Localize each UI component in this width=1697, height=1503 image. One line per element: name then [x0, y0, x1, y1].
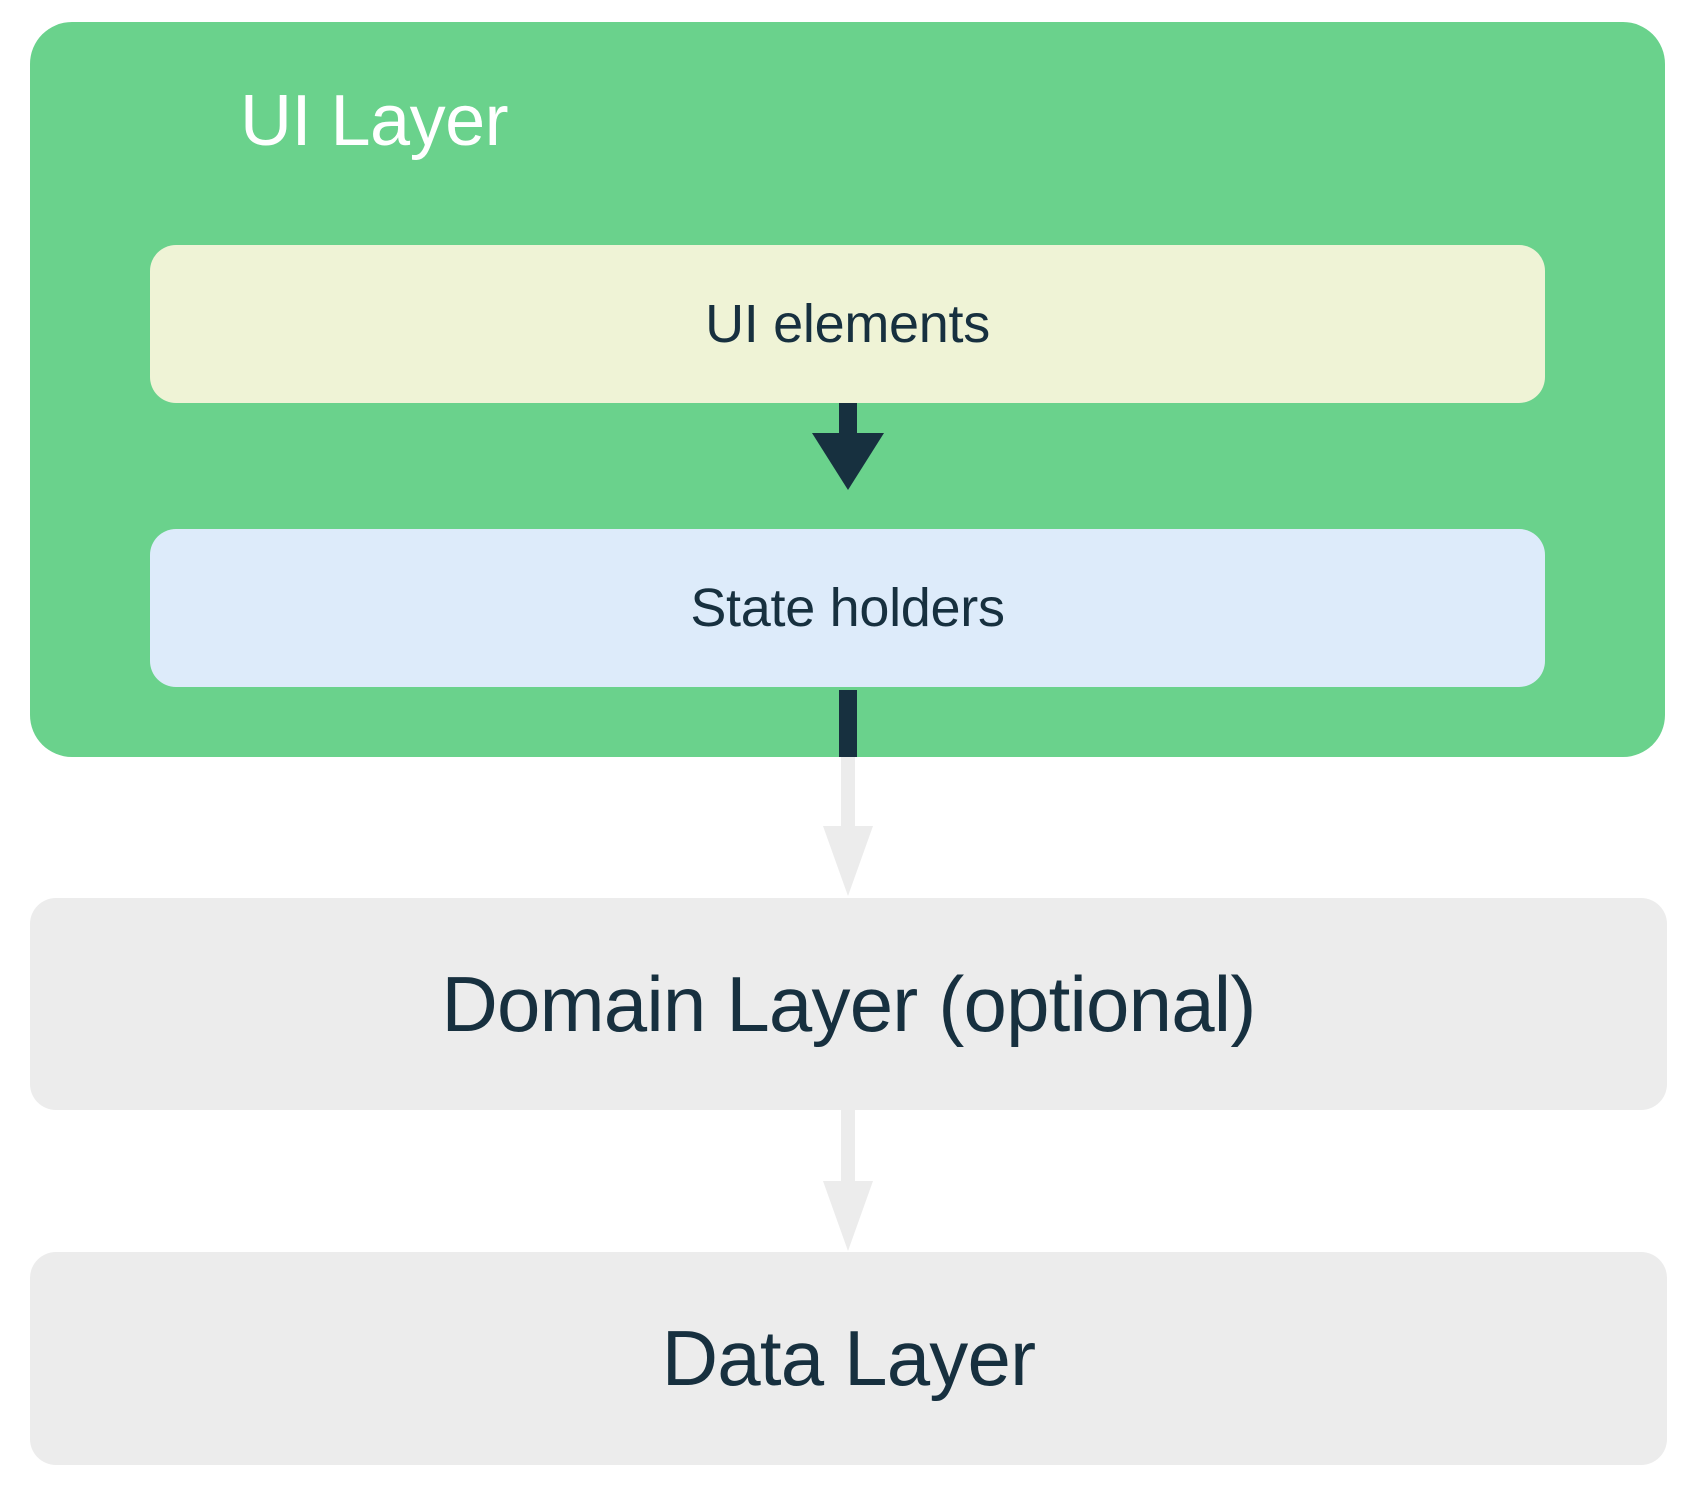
data-layer-box: Data Layer: [30, 1252, 1667, 1465]
domain-layer-label: Domain Layer (optional): [441, 959, 1256, 1048]
domain-layer-box: Domain Layer (optional): [30, 898, 1667, 1110]
state-holders-box: State holders: [150, 529, 1545, 687]
state-holders-label: State holders: [690, 578, 1005, 638]
data-layer-label: Data Layer: [661, 1314, 1036, 1402]
ui-elements-label: UI elements: [705, 294, 990, 354]
ui-layer-container: UI Layer UI elements State holders: [30, 22, 1665, 757]
ui-layer-title: UI Layer: [240, 81, 509, 161]
ui-elements-box: UI elements: [150, 245, 1545, 403]
